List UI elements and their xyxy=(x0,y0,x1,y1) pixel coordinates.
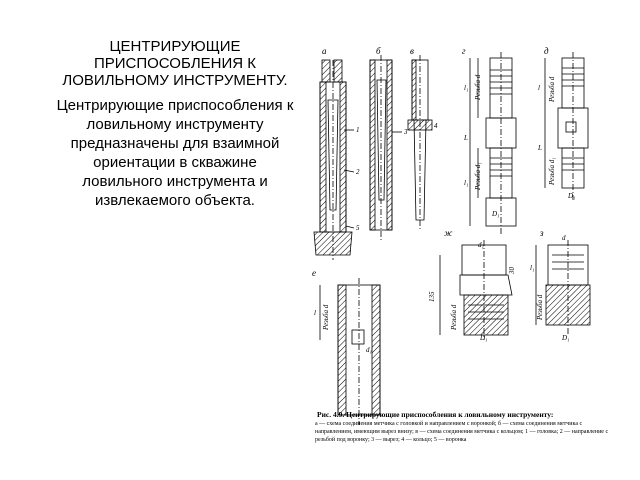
panel-label-b: б xyxy=(376,46,381,56)
dim-D1-zh: D₁ xyxy=(479,334,488,342)
panel-b-drawing xyxy=(369,55,402,240)
panel-d-drawing xyxy=(544,52,589,200)
panel-label-zh: ж xyxy=(444,228,453,238)
panel-label-v: в xyxy=(410,46,414,56)
panel-z-drawing xyxy=(535,240,591,335)
slide-body-text: Центрирующие приспособления к ловильному… xyxy=(56,97,294,209)
part-number-4: 4 xyxy=(434,122,438,130)
figure-caption: Рис. 4.9. Центрирующие приспособления к … xyxy=(315,411,615,444)
figure-caption-title: Рис. 4.9. Центрирующие приспособления к … xyxy=(317,410,554,419)
dim-thread-d1-g: Резьба d₁ xyxy=(474,162,482,191)
panel-label-a: а xyxy=(322,46,327,56)
part-number-5: 5 xyxy=(356,224,360,232)
part-number-1: 1 xyxy=(356,126,360,134)
panel-g-drawing xyxy=(469,52,517,235)
dim-l1-g: l₁ xyxy=(464,84,468,92)
panel-label-e: е xyxy=(312,268,316,278)
technical-drawing: а б в г д е ж з 1 2 3 4 5 l₁ L l₁ Резьба… xyxy=(312,46,591,425)
dim-l-e: l xyxy=(314,309,316,317)
panel-label-d: д xyxy=(544,46,549,56)
panel-zh-drawing xyxy=(439,240,513,340)
part-number-3: 3 xyxy=(403,128,408,136)
dim-L-g: L xyxy=(463,134,468,142)
dim-L-d: L xyxy=(537,144,542,152)
dim-thread-d-e: Резьба d xyxy=(322,304,330,331)
panel-v-drawing xyxy=(407,55,433,230)
dim-D1-g: D₁ xyxy=(491,210,500,218)
panel-label-g: г xyxy=(462,46,466,56)
dim-D1-z: D₁ xyxy=(561,334,570,342)
dim-thread-d-zh: Резьба d xyxy=(450,304,458,331)
dim-d1-zh: d₁ xyxy=(478,241,484,249)
slide-title: ЦЕНТРИРУЮЩИЕ ПРИСПОСОБЛЕНИЯ К ЛОВИЛЬНОМУ… xyxy=(62,38,288,89)
dim-thread-d-z: Резьба d xyxy=(536,294,544,321)
dim-30-zh: 30 xyxy=(508,267,516,276)
dim-d-z: d xyxy=(562,234,566,242)
dim-thread-d-d: Резьба d xyxy=(548,76,556,103)
dim-d1-e: d₁ xyxy=(366,346,372,354)
panel-label-z: з xyxy=(539,228,544,238)
dim-l1-z: l₁ xyxy=(530,264,534,272)
panel-e-drawing xyxy=(319,278,381,425)
dim-l-d: l xyxy=(538,84,540,92)
dim-thread-d-g: Резьба d xyxy=(474,74,482,101)
dim-135-zh: 135 xyxy=(428,291,436,302)
panel-a-drawing xyxy=(313,59,355,260)
part-number-2: 2 xyxy=(356,168,360,176)
dim-l2-g: l₁ xyxy=(464,179,468,187)
dim-thread-d1-d: Резьба d₁ xyxy=(548,157,556,186)
figure-caption-text: а — схема соединения метчика с головкой … xyxy=(315,421,609,443)
dim-D1-d: D₁ xyxy=(567,192,576,200)
